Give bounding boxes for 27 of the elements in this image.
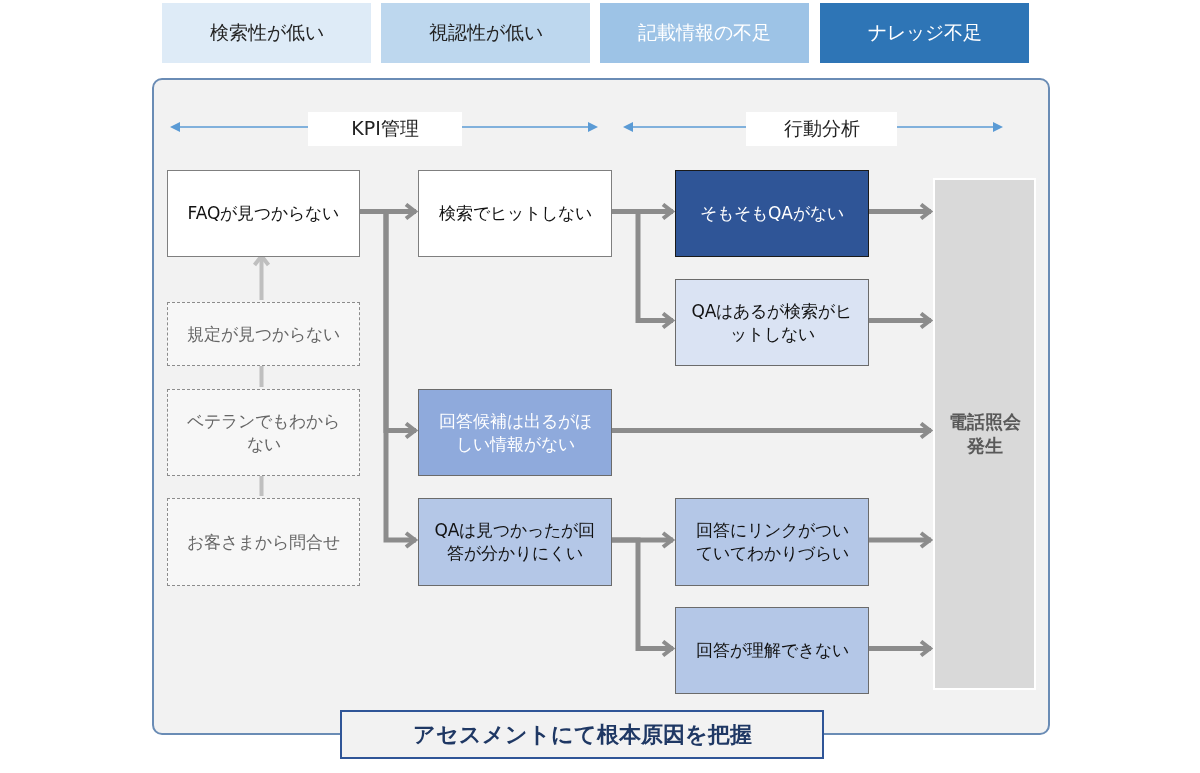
process-box: 回答にリンクがついていてわかりづらい bbox=[675, 498, 869, 586]
dashed-box: ベテランでもわからない bbox=[167, 389, 360, 476]
process-box: 検索でヒットしない bbox=[418, 170, 612, 257]
arrow bbox=[358, 209, 417, 549]
process-box: QAはあるが検索がヒットしない bbox=[675, 279, 869, 366]
legend-label: ナレッジ不足 bbox=[866, 20, 983, 45]
arrow bbox=[867, 311, 932, 330]
process-box: そもそもQAがない bbox=[675, 170, 869, 257]
legend-label: 検索性が低い bbox=[208, 20, 325, 45]
process-box: 回答候補は出るがほしい情報がない bbox=[418, 389, 612, 476]
process-box: FAQが見つからない bbox=[167, 170, 360, 257]
arrow bbox=[867, 202, 932, 221]
dashed-box: 規定が見つからない bbox=[167, 302, 360, 366]
arrow bbox=[610, 209, 674, 330]
section-label: KPI管理 bbox=[308, 112, 462, 146]
legend-label: 視認性が低い bbox=[427, 20, 544, 45]
process-box: 回答が理解できない bbox=[675, 607, 869, 694]
legend-label: 記載情報の不足 bbox=[637, 20, 772, 45]
dashed-box: お客さまから問合せ bbox=[167, 498, 360, 586]
arrow bbox=[610, 421, 932, 440]
arrow bbox=[867, 639, 932, 658]
arrow bbox=[867, 531, 932, 549]
heading-banner: アセスメントにて根本原因を把握 bbox=[340, 710, 824, 759]
result-bar: 電話照会発生 bbox=[933, 178, 1036, 690]
arrow bbox=[610, 537, 674, 658]
process-box: QAは見つかったが回答が分かりにくい bbox=[418, 498, 612, 586]
section-label: 行動分析 bbox=[746, 112, 897, 146]
